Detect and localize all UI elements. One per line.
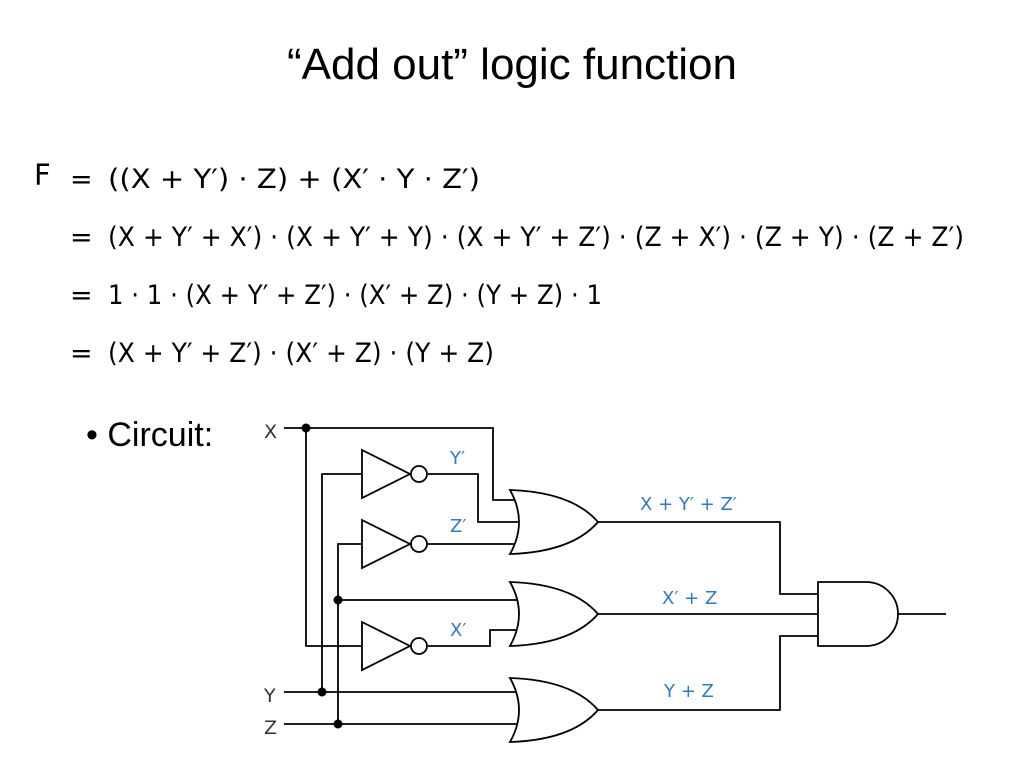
equation-line-2: (X + Y′ + X′) · (X + Y′ + Y) · (X + Y′ +… — [108, 222, 964, 253]
junction-z — [333, 719, 343, 729]
input-label-z: Z — [264, 717, 277, 739]
junction-y — [317, 687, 327, 697]
label-or1-output: X + Y′ + Z′ — [640, 494, 737, 515]
wire-y-to-inverter — [321, 473, 362, 692]
wire-x-main — [284, 427, 514, 501]
label-or2-output: X′ + Z — [662, 588, 717, 609]
equation-line-1: ((X + Y′) · Z) + (X′ · Y · Z′) — [108, 164, 480, 195]
junction-z-or2 — [333, 595, 343, 605]
inverter-x — [361, 620, 428, 672]
equation-line-1-equals: = — [70, 164, 93, 195]
or-gate-1 — [508, 489, 600, 555]
equation-line-4-equals: = — [70, 338, 93, 369]
input-label-y: Y — [263, 685, 276, 707]
wire-z-to-inverter — [337, 543, 362, 724]
equation-line-4: (X + Y′ + Z′) · (X′ + Z) · (Y + Z) — [108, 338, 494, 369]
equation-block: F = ((X + Y′) · Z) + (X′ · Y · Z′) = (X … — [34, 158, 964, 369]
or-gate-2 — [508, 581, 600, 647]
label-xprime: X′ — [450, 620, 466, 641]
wire-xprime — [428, 629, 518, 647]
or-gate-3 — [508, 677, 600, 743]
label-yprime: Y′ — [449, 448, 465, 469]
junction-x — [301, 423, 311, 433]
and-gate — [817, 581, 899, 647]
label-zprime: Z′ — [450, 516, 466, 537]
input-label-x: X — [264, 421, 277, 443]
wire-x-to-inverter — [305, 428, 362, 647]
inverter-y — [361, 448, 428, 500]
circuit-bullet: • Circuit: — [86, 416, 214, 454]
inverter-z — [361, 518, 428, 570]
equation-line-3-equals: = — [70, 280, 93, 311]
wire-yprime — [428, 473, 518, 523]
label-or3-output: Y + Z — [663, 681, 714, 702]
wire-or3-out — [598, 635, 820, 711]
slide-title: “Add out” logic function — [286, 40, 738, 89]
equation-lhs: F — [34, 158, 51, 192]
equation-line-3: 1 · 1 · (X + Y′ + Z′) · (X′ + Z) · (Y + … — [108, 280, 602, 311]
equation-line-2-equals: = — [70, 222, 93, 253]
wire-or1-out — [598, 521, 820, 595]
